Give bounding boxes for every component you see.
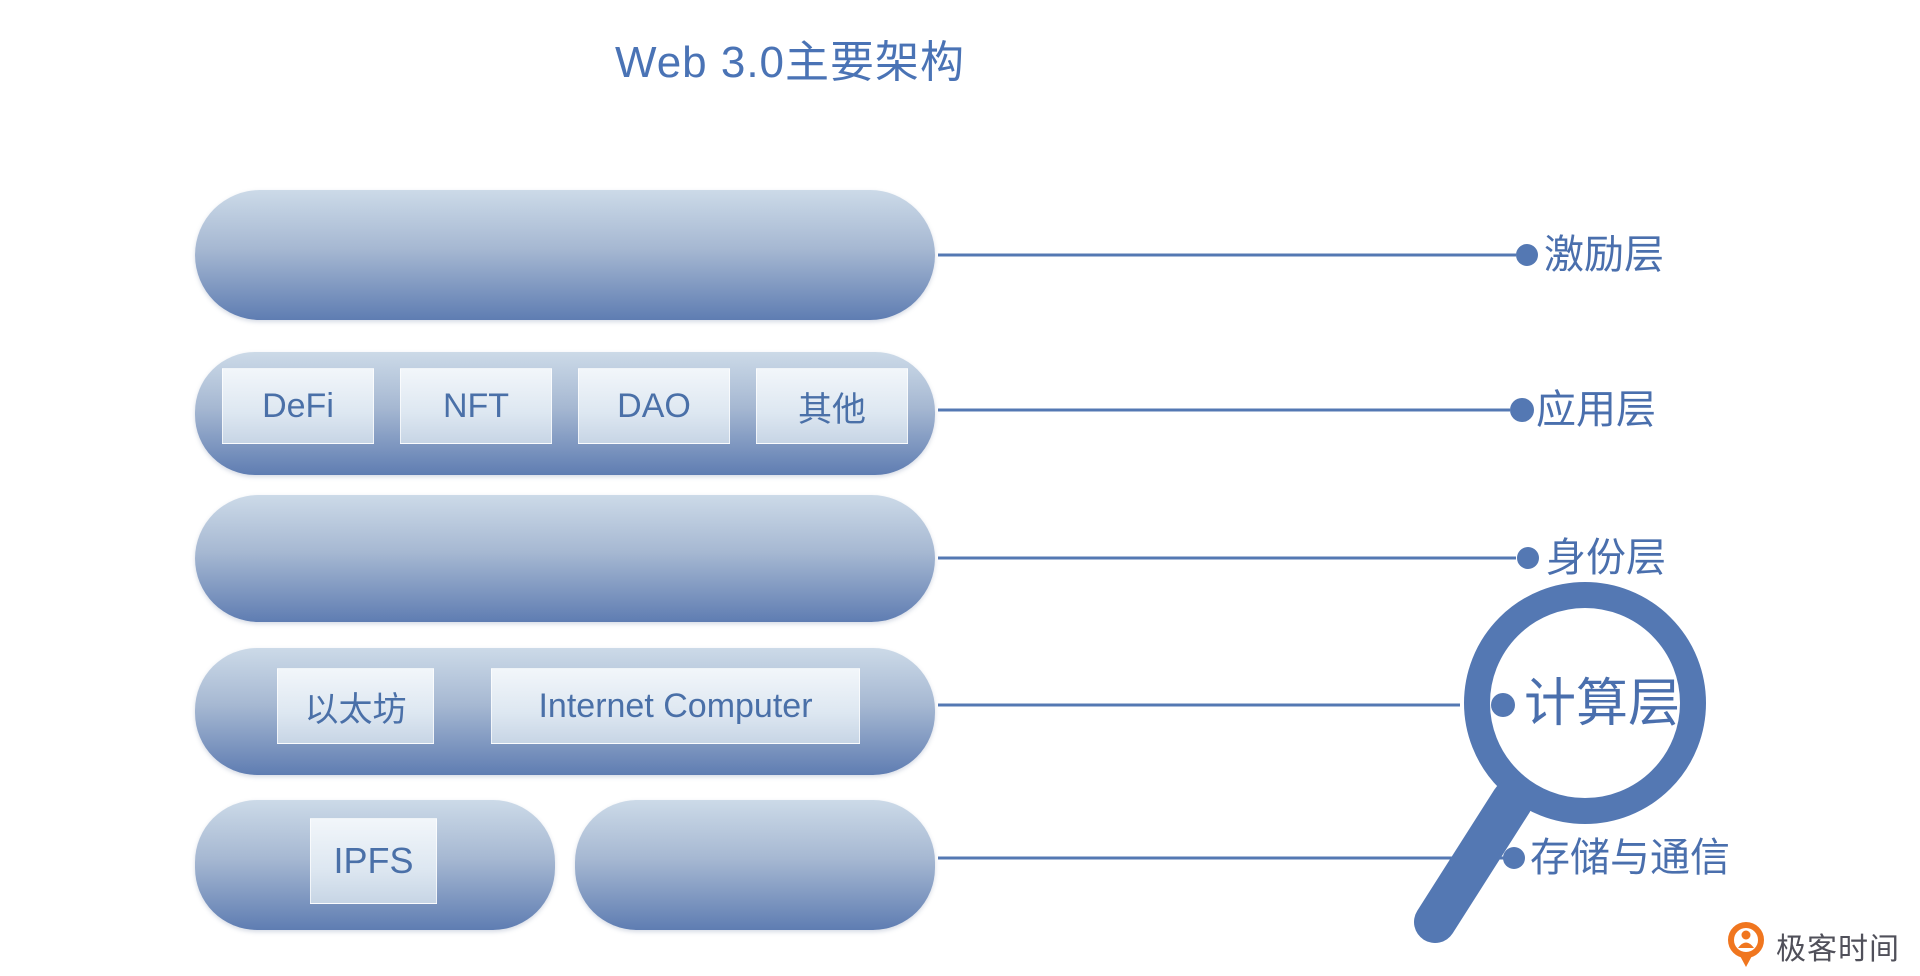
magnifier-lens <box>1464 582 1706 824</box>
app-item-dao: DAO <box>578 368 730 444</box>
storage-item-ipfs: IPFS <box>310 818 437 904</box>
layer-label-storage: 存储与通信 <box>1530 836 1730 880</box>
compute-item-internet-computer: Internet Computer <box>491 668 860 744</box>
bullet-application <box>1510 398 1534 422</box>
geektime-logo-icon <box>1728 922 1764 967</box>
app-item-other: 其他 <box>756 368 908 444</box>
layer-label-computing: 计算层 <box>1524 675 1681 733</box>
layer-label-identity: 身份层 <box>1546 536 1666 580</box>
bullet-storage <box>1503 847 1525 869</box>
app-item-nft: NFT <box>400 368 552 444</box>
brand-logo: 极客时间 <box>1724 920 1900 972</box>
bullet-computing <box>1491 693 1515 717</box>
layer-pill-identity <box>195 495 935 622</box>
compute-item-ethereum: 以太坊 <box>277 668 434 744</box>
layer-pill-storage-right <box>575 800 935 930</box>
brand-logo-text: 极客时间 <box>1776 933 1900 966</box>
layer-pill-incentive <box>195 190 935 320</box>
diagram-title: Web 3.0主要架构 <box>614 38 966 87</box>
bullet-incentive <box>1516 244 1538 266</box>
app-item-defi: DeFi <box>222 368 374 444</box>
bullet-identity <box>1517 547 1539 569</box>
layer-label-incentive: 激励层 <box>1544 233 1664 277</box>
layer-label-application: 应用层 <box>1536 388 1656 432</box>
magnifier-handle <box>1414 780 1533 943</box>
